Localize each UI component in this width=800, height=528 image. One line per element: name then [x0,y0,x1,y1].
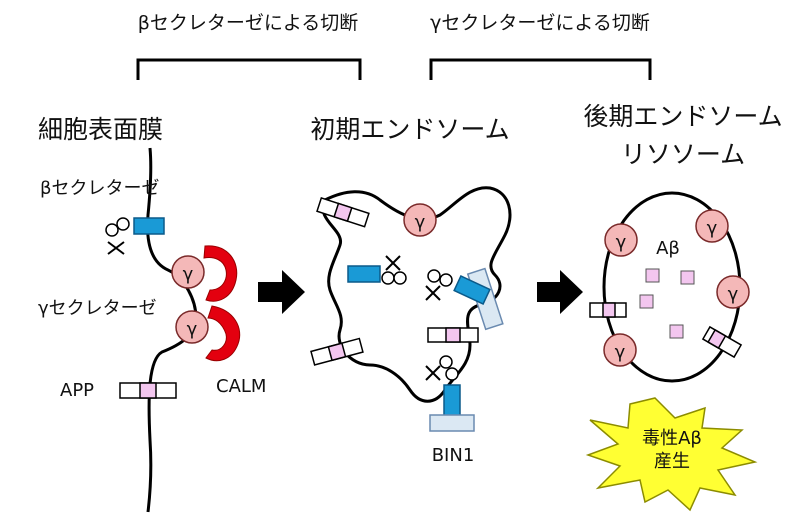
early-endosome-membrane [321,186,512,403]
svg-text:γ: γ [616,232,627,253]
svg-text:γ: γ [728,284,739,305]
app-early-2 [310,337,364,366]
svg-text:γ: γ [183,264,194,285]
gamma-secretase-surface-1: γ [171,255,205,289]
cleaved-fragment-early-3 [425,355,459,381]
bin1-lower [429,414,475,432]
bin1-label: BIN1 [431,445,475,466]
calm-label: CALM [216,376,267,397]
beta-secretase-early [347,265,381,283]
beta-secretase-early-3 [443,384,461,418]
arrow-2 [537,270,583,314]
toxic-burst [585,397,758,512]
app-surface [119,382,177,399]
early-endosome-title: 初期エンドソーム [310,115,510,144]
abeta-label: Aβ [656,238,680,259]
gamma-bracket [429,58,652,80]
toxic-abeta-label: 毒性Aβ [642,428,702,449]
abeta-square-3 [639,294,654,309]
beta-secretase-label: βセクレターゼ [40,178,160,199]
gamma-secretase-late-4: γ [603,333,637,367]
svg-text:γ: γ [415,212,426,233]
app-label: APP [60,380,95,401]
late-endosome-title: 後期エンドソーム [583,102,783,131]
abeta-square-4 [669,324,684,339]
gamma-secretase-early: γ [403,203,437,237]
beta-cleavage-caption: βセクレターゼによる切断 [137,12,359,34]
beta-secretase-early-2 [453,274,491,306]
cell-surface-title: 細胞表面膜 [38,115,164,144]
calm-shape-2 [205,305,241,362]
gamma-secretase-surface-2: γ [175,310,209,344]
gamma-secretase-label: γセクレターゼ [38,298,157,319]
app-early-3 [427,327,479,343]
gamma-secretase-late-3: γ [716,275,750,309]
gamma-cleavage-caption: γセクレターゼによる切断 [430,12,650,34]
arrow-1 [258,270,305,314]
svg-text:γ: γ [187,319,198,340]
cleaved-fragment-early-2 [425,269,453,301]
cleaved-fragment-early-1 [381,255,407,285]
app-early-1 [316,196,370,228]
beta-bracket [136,58,362,80]
abeta-square-2 [680,270,695,285]
calm-shape-1 [203,245,238,302]
abeta-square-1 [645,268,660,283]
svg-text:γ: γ [707,218,718,239]
app-late-2 [701,325,743,359]
svg-text:γ: γ [615,342,626,363]
gamma-secretase-late-2: γ [695,209,729,243]
cleaved-fragment-surface [105,217,130,255]
toxic-production-label: 産生 [654,451,690,472]
beta-secretase-surface [133,217,165,235]
gamma-secretase-late-1: γ [604,223,638,257]
lysosome-title: リソソーム [620,140,746,169]
app-late-1 [589,302,627,318]
